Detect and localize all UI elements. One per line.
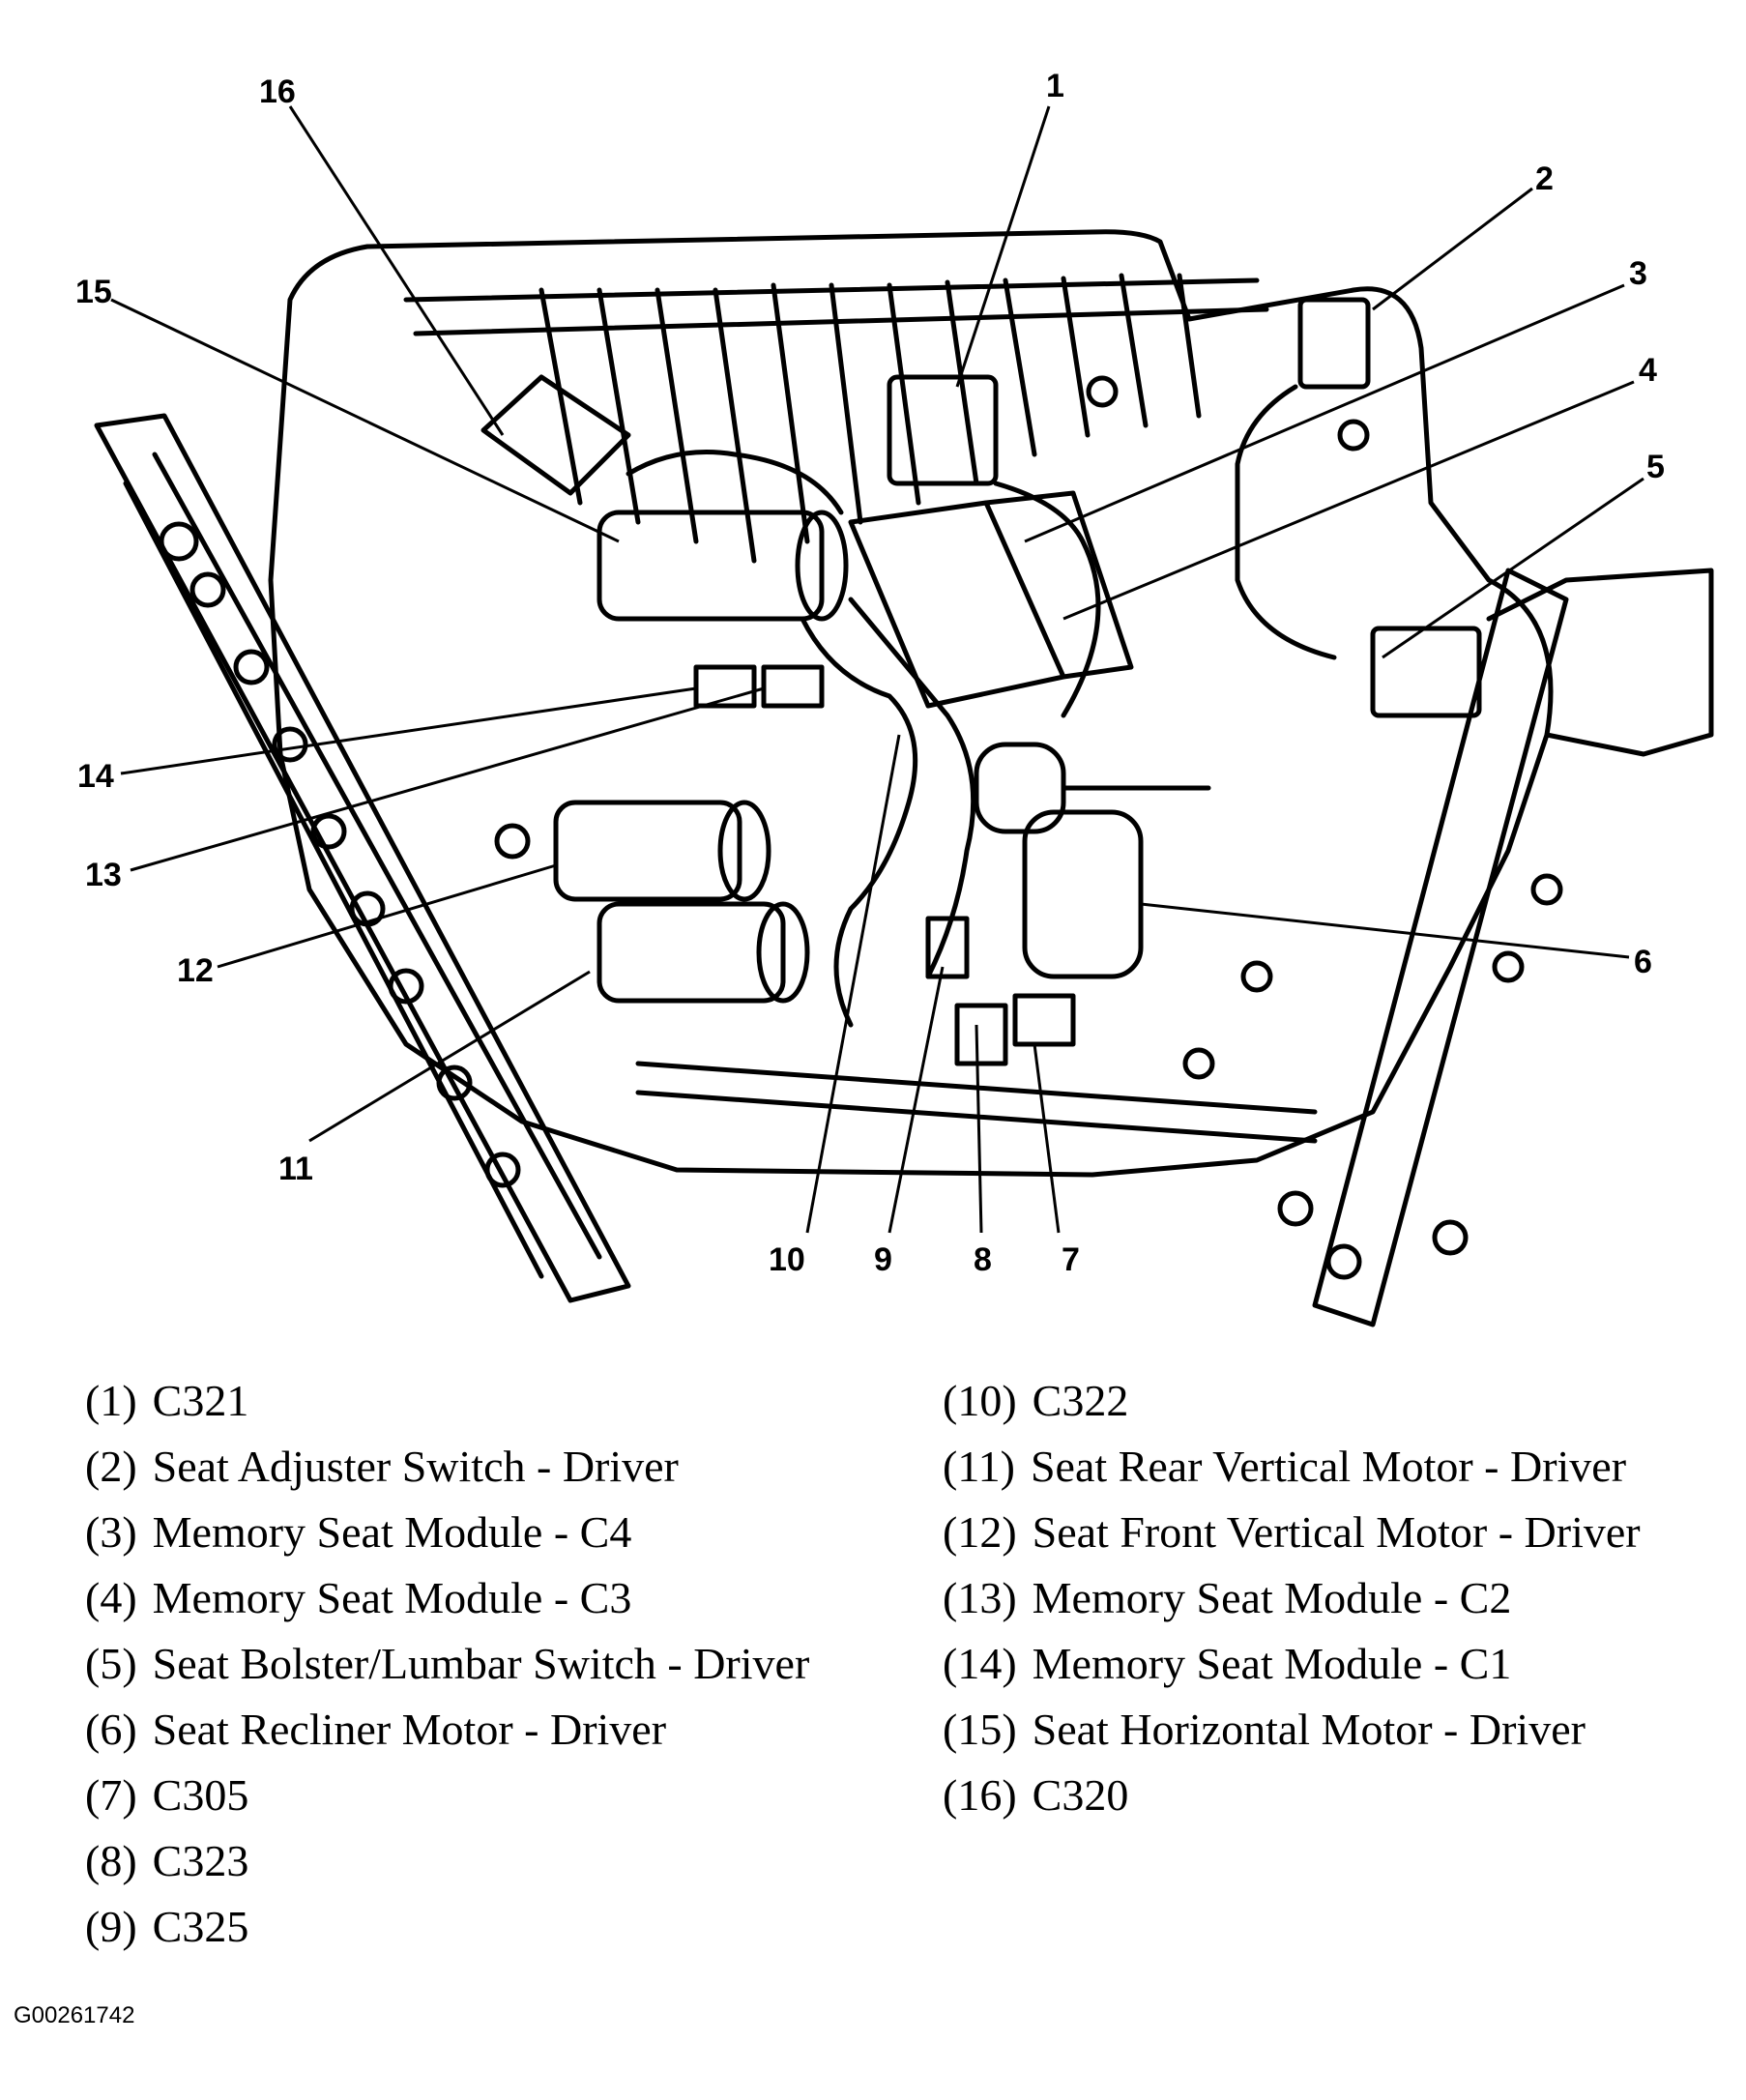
legend-item: (7)C305 bbox=[85, 1770, 249, 1820]
horizontal-motor bbox=[597, 510, 825, 622]
legend-left-column: (1)C321 (2)Seat Adjuster Switch - Driver… bbox=[85, 1368, 809, 1960]
legend-item: (4)Memory Seat Module - C3 bbox=[85, 1573, 632, 1622]
leader-3 bbox=[1024, 283, 1625, 543]
callout-13: 13 bbox=[85, 857, 122, 893]
leader-2 bbox=[1372, 187, 1533, 311]
left-seat-track bbox=[94, 413, 631, 1303]
legend-item: (5)Seat Bolster/Lumbar Switch - Driver bbox=[85, 1639, 810, 1688]
callout-8: 8 bbox=[974, 1241, 992, 1278]
callout-1: 1 bbox=[1046, 68, 1064, 104]
leader-8 bbox=[975, 1024, 983, 1234]
callout-15: 15 bbox=[75, 274, 112, 310]
legend-item: (14)Memory Seat Module - C1 bbox=[943, 1639, 1512, 1688]
callout-6: 6 bbox=[1634, 944, 1652, 980]
seat-adjuster-switch bbox=[1297, 297, 1371, 390]
legend-right-column: (10)C322 (11)Seat Rear Vertical Motor - … bbox=[943, 1368, 1641, 1828]
seat-pan-outline bbox=[268, 229, 1554, 1178]
legend-item: (9)C325 bbox=[85, 1902, 249, 1951]
leader-1 bbox=[955, 105, 1051, 388]
legend-item: (8)C323 bbox=[85, 1836, 249, 1885]
legend-item: (12)Seat Front Vertical Motor - Driver bbox=[943, 1507, 1641, 1557]
legend-item: (16)C320 bbox=[943, 1770, 1129, 1820]
callout-2: 2 bbox=[1535, 160, 1554, 197]
leader-12 bbox=[217, 863, 557, 969]
memory-seat-module bbox=[848, 500, 1066, 709]
legend-item: (2)Seat Adjuster Switch - Driver bbox=[85, 1442, 679, 1491]
callout-12: 12 bbox=[177, 952, 214, 989]
rear-crossbar bbox=[635, 1061, 1318, 1144]
leader-14 bbox=[120, 686, 697, 775]
lumbar-switch bbox=[1370, 626, 1482, 718]
rear-vertical-motor bbox=[597, 901, 786, 1004]
callout-9: 9 bbox=[874, 1241, 892, 1278]
recliner-motor bbox=[1022, 809, 1144, 979]
callout-10: 10 bbox=[769, 1241, 805, 1278]
leader-4 bbox=[1062, 380, 1635, 621]
callout-7: 7 bbox=[1062, 1241, 1080, 1278]
legend-item: (15)Seat Horizontal Motor - Driver bbox=[943, 1705, 1586, 1754]
legend-item: (13)Memory Seat Module - C2 bbox=[943, 1573, 1512, 1622]
leader-7 bbox=[1033, 1043, 1061, 1234]
figure-id: G00261742 bbox=[14, 2002, 135, 2028]
connector-c320 bbox=[480, 374, 631, 496]
leader-16 bbox=[288, 105, 505, 436]
legend-item: (10)C322 bbox=[943, 1376, 1129, 1425]
callout-11: 11 bbox=[278, 1151, 313, 1187]
leader-5 bbox=[1382, 477, 1644, 659]
connector-c321 bbox=[887, 374, 999, 486]
leader-13 bbox=[130, 686, 765, 872]
callout-5: 5 bbox=[1646, 449, 1665, 485]
legend-item: (11)Seat Rear Vertical Motor - Driver bbox=[943, 1442, 1627, 1491]
callout-4: 4 bbox=[1639, 352, 1657, 389]
leader-9 bbox=[888, 966, 945, 1234]
front-vertical-motor bbox=[553, 800, 742, 902]
callout-3: 3 bbox=[1629, 255, 1647, 292]
leader-6 bbox=[1140, 902, 1630, 959]
legend-item: (3)Memory Seat Module - C4 bbox=[85, 1507, 632, 1557]
callout-14: 14 bbox=[77, 758, 114, 795]
legend-item: (6)Seat Recliner Motor - Driver bbox=[85, 1705, 667, 1754]
seat-frame-illustration bbox=[94, 105, 1714, 1327]
leader-15 bbox=[110, 298, 620, 543]
leader-11 bbox=[308, 970, 591, 1143]
legend-item: (1)C321 bbox=[85, 1376, 249, 1425]
callout-16: 16 bbox=[259, 73, 296, 110]
leader-10 bbox=[805, 734, 901, 1234]
